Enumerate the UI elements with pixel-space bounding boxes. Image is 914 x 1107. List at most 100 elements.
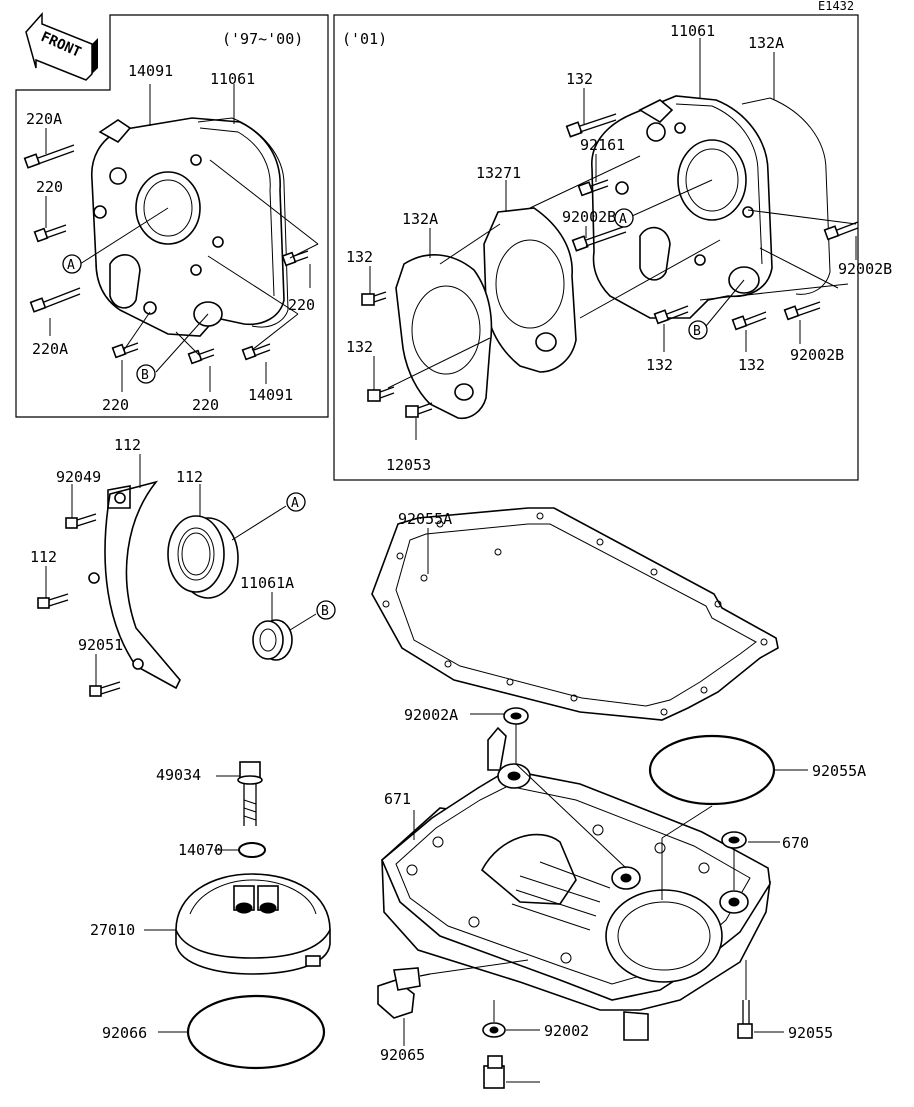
ref-B-seal-text: B [321,604,329,619]
bolt-92002B-bottom [405,402,433,418]
panel-label-01: ('01) [342,30,387,48]
bolt-220A-bottom-left [29,287,81,313]
bolt-92002B-mid [367,386,395,402]
part-label: 92066 [102,1024,147,1042]
part-label: 132 [646,356,673,374]
part-label: 132 [566,70,593,88]
part-label: 132 [738,356,765,374]
bolt-220-bottom-1 [111,342,139,359]
gasket-11061-01 [741,97,831,295]
part-label: 92065 [380,1046,425,1064]
part-label: 220 [102,396,129,414]
bolt-112-bottom [89,681,121,697]
leaders-01 [369,38,857,440]
seal-92051 [252,619,293,661]
gasket-13271 [395,254,493,420]
part-label: 27010 [90,921,135,939]
ref-A-right-text: A [619,212,627,227]
part-label: 92051 [78,636,123,654]
leaders-lower-left [45,454,317,686]
o-ring-92055 [186,994,326,1070]
part-label: 670 [782,834,809,852]
washer-92055A-right [721,831,747,849]
part-label: 112 [30,548,57,566]
part-label: 132A [402,210,438,228]
bolt-92002B-top [361,291,387,306]
leaders-oil-pan [403,713,808,1083]
bolt-92002A [237,761,263,826]
part-label: 220 [288,296,315,314]
cover-14091-01 [591,95,773,319]
ref-B-right-text: B [693,324,701,339]
part-label: 11061 [210,70,255,88]
bolt-220A-top-left [23,144,75,169]
bolt-112-top [65,513,97,529]
ref-marker-A-right: A [614,208,634,228]
part-label: 12053 [386,456,431,474]
panel-frame-97-00 [15,14,329,418]
part-label: 92055A [812,762,866,780]
part-label: 220A [32,340,68,358]
part-label: 92002 [544,1022,589,1040]
part-label: 220 [36,178,63,196]
bolt-112-mid [37,593,69,609]
guide-12053 [88,480,181,690]
seal-92049 [167,515,239,599]
part-label: 11061A [240,574,294,592]
part-label: 132A [748,34,784,52]
ref-B-left-text: B [141,368,149,383]
leaders-lower-left-2 [144,775,240,1033]
part-label: 220A [26,110,62,128]
part-label: 671 [384,790,411,808]
cover-14091-97-00 [90,117,285,337]
bolt-220-left [33,224,67,243]
part-label: 92161 [580,136,625,154]
ref-marker-B-left: B [136,364,156,384]
part-label: 49034 [156,766,201,784]
bolt-132-bottom-1 [653,305,689,325]
leaders-97-00 [45,84,319,392]
o-ring-670 [238,842,266,858]
drain-plug-92066 [483,1055,505,1089]
plate-92161 [483,207,577,373]
bolt-220-bottom-2 [187,348,215,365]
part-label: 14070 [178,841,223,859]
washer-92055A-top [503,707,529,725]
part-label: 14091 [248,386,293,404]
part-label: 14091 [128,62,173,80]
ref-marker-A-left: A [62,254,82,274]
gasket-11061A [371,507,779,721]
bolt-132-right [823,221,859,241]
diagram-code: E1432 [818,0,854,13]
part-label: 92002B [790,346,844,364]
bolt-132A-top [565,113,617,138]
o-ring-671 [648,734,776,806]
ref-A-seal-text: A [291,496,299,511]
part-label: 92055 [788,1024,833,1042]
oil-pan-49034 [381,726,771,1041]
part-label: 92002B [838,260,892,278]
ref-marker-A-seal: A [286,492,306,512]
cover-14070 [175,873,331,975]
part-label: 92002B [562,208,616,226]
part-label: 220 [192,396,219,414]
part-label: 92055A [398,510,452,528]
ref-marker-B-right: B [688,320,708,340]
part-label: 132 [346,338,373,356]
bolt-132-bottom-2 [731,311,767,331]
oil-pressure-switch-27010 [377,967,431,1019]
panel-frame-01 [333,14,859,481]
part-label: 92049 [56,468,101,486]
part-label: 13271 [476,164,521,182]
front-arrow-icon: FRONT [25,12,98,81]
bolt-92002 [737,1000,753,1039]
part-label: 112 [176,468,203,486]
part-label: 112 [114,436,141,454]
part-label: 11061 [670,22,715,40]
bolt-132-mid [577,179,609,197]
bolt-132-bottom-3 [783,301,821,321]
ref-A-left-text: A [67,258,75,273]
part-label: 92002A [404,706,458,724]
panel-label-97-00: ('97~'00) [222,30,303,48]
